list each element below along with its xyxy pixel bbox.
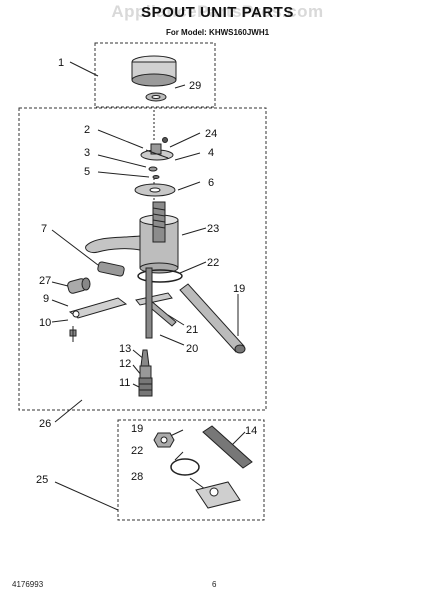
callout-7: 7: [41, 223, 47, 235]
callout-2: 2: [84, 124, 90, 136]
valve-stack-icon: [138, 349, 153, 397]
screw-icon: [162, 137, 168, 143]
doc-number: 4176993: [12, 580, 44, 589]
retainer-plate-icon: [135, 292, 177, 327]
aerator-cap-icon: [131, 55, 177, 87]
kit-gasket-icon: [195, 481, 241, 509]
shank-tube-icon: [145, 267, 153, 339]
watermark: AppliancePartsPros.com: [111, 2, 324, 21]
callout-23: 23: [207, 223, 219, 235]
callout-10: 10: [39, 317, 51, 329]
o-ring-large-icon: [137, 269, 183, 283]
callout-22-kit: 22: [131, 445, 143, 457]
callout-20: 20: [186, 343, 198, 355]
callout-14: 14: [245, 425, 257, 437]
callout-27: 27: [39, 275, 51, 287]
callout-19-kit: 19: [131, 423, 143, 435]
callout-1: 1: [58, 57, 64, 69]
supply-hose-icon: [179, 283, 246, 354]
callout-19: 19: [233, 283, 245, 295]
hose-fitting-icon: [67, 277, 91, 294]
insulator-sleeve-icon: [97, 261, 125, 277]
mounting-nut-icon: [69, 326, 77, 342]
callout-3: 3: [84, 147, 90, 159]
callout-9: 9: [43, 293, 49, 305]
callout-13: 13: [119, 343, 131, 355]
handle-cam-icon: [140, 143, 174, 161]
callout-4: 4: [208, 147, 214, 159]
o-ring-icon: [148, 166, 158, 172]
callout-6: 6: [208, 177, 214, 189]
aerator-washer-icon: [145, 92, 167, 102]
parts-kit-box: [117, 419, 265, 521]
callout-11: 11: [119, 377, 130, 389]
kit-nut-icon: [153, 432, 175, 448]
bracket-icon: [68, 297, 128, 319]
callout-28: 28: [131, 471, 143, 483]
callout-22: 22: [207, 257, 219, 269]
callout-29: 29: [189, 80, 201, 92]
mounting-plate-icon: [134, 183, 176, 197]
spout-assembly-box: [18, 107, 267, 411]
callout-26: 26: [39, 418, 51, 430]
kit-o-ring-icon: [170, 458, 200, 476]
callout-24: 24: [205, 128, 217, 140]
small-washer-icon: [152, 175, 160, 179]
model-label: For Model: KHWS160JWH1: [165, 28, 270, 37]
page-number: 6: [212, 580, 217, 589]
callout-5: 5: [84, 166, 90, 178]
page-title: SPOUT UNIT PARTS: [141, 4, 294, 21]
callout-21: 21: [186, 324, 198, 336]
callout-25: 25: [36, 474, 48, 486]
callout-12: 12: [119, 358, 131, 370]
kit-hose-icon: [202, 425, 253, 469]
